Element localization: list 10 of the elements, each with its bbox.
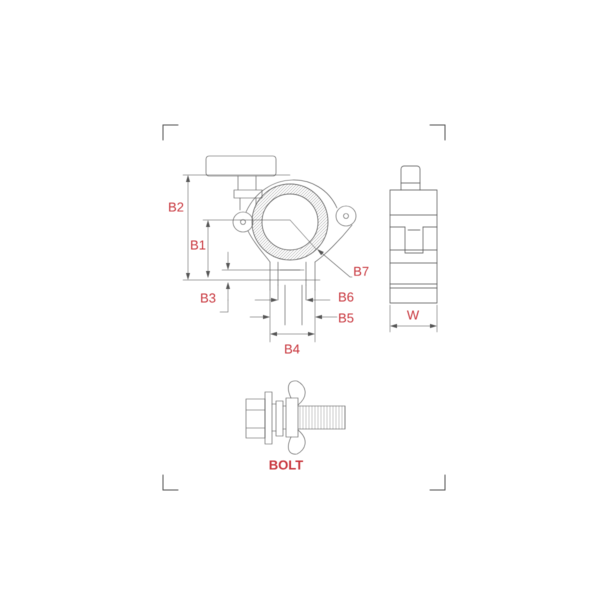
dimension-label: B1 [191, 240, 206, 250]
dimension-label: W [406, 310, 420, 320]
dimension-label: B2 [169, 202, 184, 212]
dimension-label: B6 [339, 292, 354, 302]
dimension-label: B3 [201, 293, 216, 303]
dimension-label: B4 [285, 344, 300, 354]
part-label: BOLT [270, 460, 304, 470]
pipe-ring [252, 184, 328, 260]
dimension-label: B5 [339, 313, 354, 323]
dimension-label: B7 [354, 266, 368, 276]
